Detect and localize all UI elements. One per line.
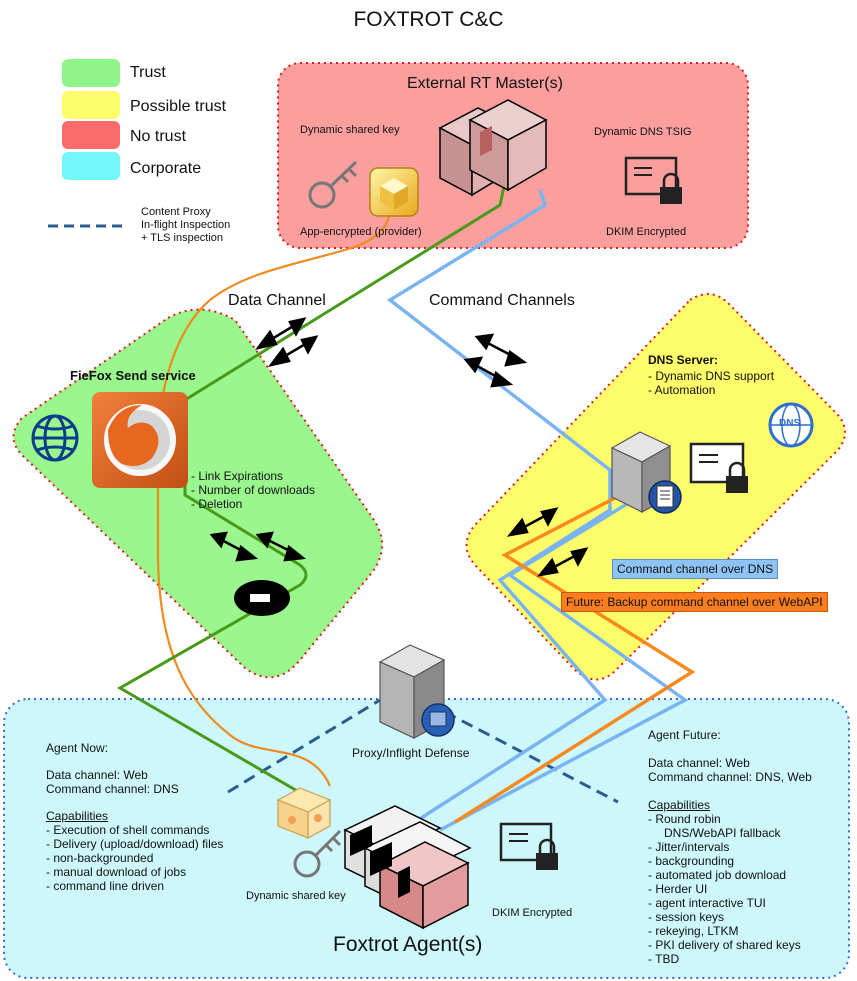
dns-features: - Dynamic DNS support - Automation xyxy=(648,369,775,397)
agent-shared-key-label: Dynamic shared key xyxy=(246,890,346,902)
agent-future-capabilities: Capabilities - Round robin DNS/WebAPI fa… xyxy=(648,798,801,966)
dns-server-icon xyxy=(610,431,682,514)
agent-future-title: Agent Future: xyxy=(648,728,721,742)
cardboard-box-icon xyxy=(276,787,332,840)
legend-label-corporate: Corporate xyxy=(130,160,202,177)
command-over-dns-tag: Command channel over DNS xyxy=(612,559,779,579)
legend-swatch-trust xyxy=(62,59,120,87)
proxy-dashed-right xyxy=(444,710,619,804)
dns-server-title: DNS Server: xyxy=(648,353,719,367)
agent-key-icon xyxy=(293,829,342,878)
firefox-service-title: FieFox Send service xyxy=(70,368,196,383)
master-tsig-label: Dynamic DNS TSIG xyxy=(594,126,692,138)
legend-label-possible-trust: Possible trust xyxy=(130,98,227,115)
diagram-title: FOXTROT C&C xyxy=(353,8,504,31)
legend-swatch-possible-trust xyxy=(62,91,120,119)
firefox-features: - Link Expirations - Number of downloads… xyxy=(191,469,316,511)
double-arrows-command xyxy=(463,333,528,388)
blue-command-channel-line xyxy=(386,189,612,822)
gold-cube-icon xyxy=(369,167,419,217)
orange-webapi-line xyxy=(454,483,696,824)
legend-proxy-text: Content Proxy In-flight Inspection + TLS… xyxy=(141,206,231,244)
link-lock-icon xyxy=(234,580,290,616)
double-arrows-dns xyxy=(506,507,589,577)
dns-icon-text: DNS xyxy=(779,418,801,429)
legend-label-trust: Trust xyxy=(130,64,166,81)
agent-now-title: Agent Now: xyxy=(46,741,109,755)
legend-label-no-trust: No trust xyxy=(130,128,187,145)
proxy-dashed-left xyxy=(227,698,381,794)
globe-icon xyxy=(31,414,79,462)
command-channels-label: Command Channels xyxy=(429,292,575,309)
legend-swatch-no-trust xyxy=(62,121,120,149)
agent-package-icon xyxy=(343,805,472,930)
agent-mail-lock-icon xyxy=(499,822,558,870)
master-package-icon xyxy=(438,99,548,197)
master-title: External RT Master(s) xyxy=(407,75,563,92)
double-arrows-data xyxy=(254,317,319,367)
data-channel-label: Data Channel xyxy=(228,292,326,309)
agent-now-capabilities: Capabilities - Execution of shell comman… xyxy=(46,809,224,893)
dns-mail-lock-icon xyxy=(689,442,748,493)
master-mail-lock-icon xyxy=(624,156,682,204)
firefox-app-icon xyxy=(92,392,188,488)
master-key-icon xyxy=(308,160,358,209)
blue-dns-line xyxy=(439,488,689,832)
backup-webapi-tag: Future: Backup command channel over WebA… xyxy=(561,592,828,612)
proxy-label: Proxy/Inflight Defense xyxy=(352,746,470,760)
master-dkim-label: DKIM Encrypted xyxy=(606,226,687,238)
dns-globe-icon xyxy=(768,402,814,448)
master-app-encrypted-label: App-encrypted (provider) xyxy=(300,226,422,238)
double-arrows-firefox xyxy=(209,531,307,562)
agent-now-channels: Data channel: Web Command channel: DNS xyxy=(46,768,179,796)
agent-title: Foxtrot Agent(s) xyxy=(333,933,483,956)
master-shared-key-label: Dynamic shared key xyxy=(300,124,400,136)
proxy-server-icon xyxy=(378,644,455,739)
agent-dkim-label: DKIM Encrypted xyxy=(492,907,573,919)
legend-swatch-corporate xyxy=(62,152,120,180)
agent-future-channels: Data channel: Web Command channel: DNS, … xyxy=(648,756,812,784)
